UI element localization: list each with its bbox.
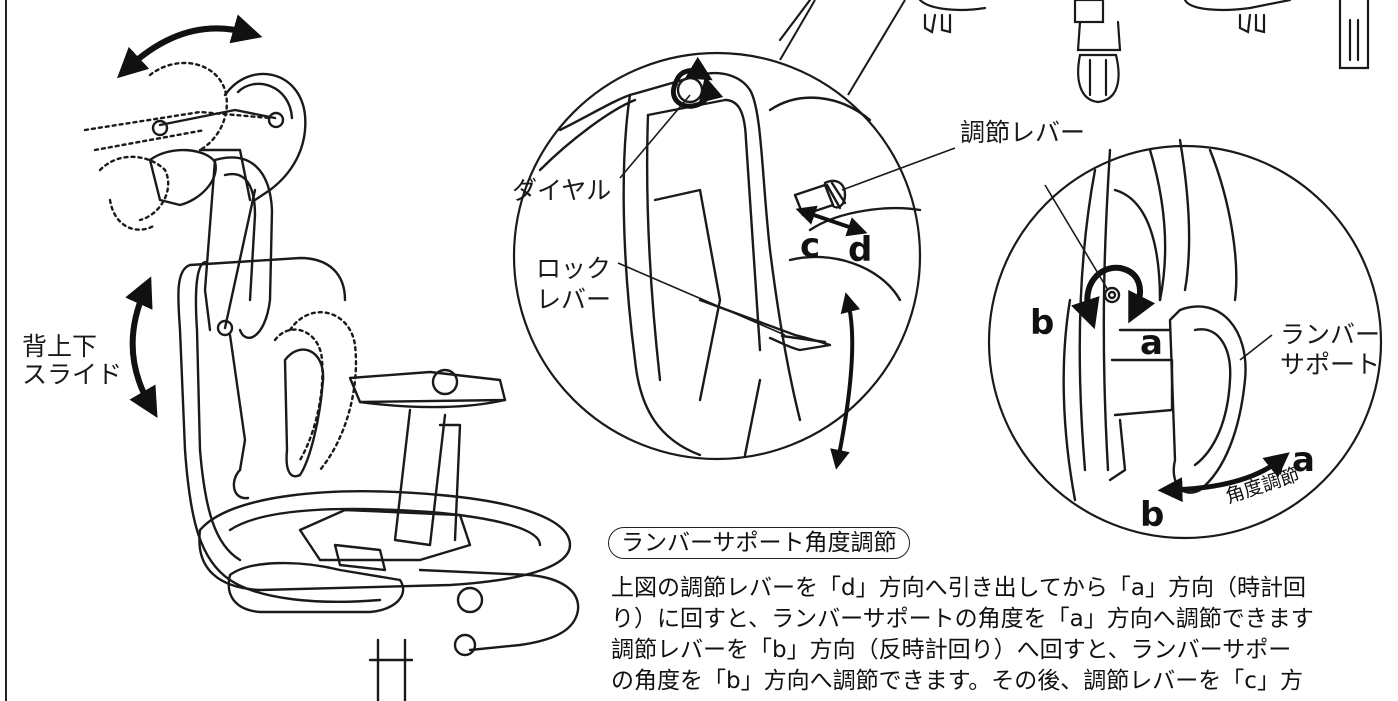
section-body: 上図の調節レバーを「d」方向へ引き出してから「a」方向（時計回 り）に回すと、ラ… — [611, 573, 1398, 697]
detail-circle-lock — [512, 51, 922, 461]
headrest-swing-arrow — [117, 14, 263, 79]
back-slide-arrow — [125, 276, 158, 418]
body-line-2: り）に回すと、ランバーサポートの角度を「a」方向へ調節できます — [611, 606, 1314, 632]
label-lumbar-2: サポート — [1280, 350, 1381, 379]
label-dial: ダイヤル — [512, 176, 612, 205]
detail-circle-lumbar — [987, 144, 1383, 540]
letter-c: c — [800, 226, 821, 266]
label-back-slide-1: 背上下 — [22, 332, 98, 361]
chair-main — [83, 61, 580, 701]
section-heading: ランバーサポート角度調節 — [608, 527, 910, 559]
adjust-lever-leader-2 — [1044, 184, 1109, 291]
body-line-4: の角度を「b」方向へ調節できます。その後、調節レバーを「c」方 — [611, 668, 1303, 694]
lever-pull-arrow — [795, 205, 868, 237]
label-lumbar-1: ランバー — [1280, 320, 1381, 349]
label-lock-lever-2: レバー — [536, 285, 612, 314]
body-line-3: 調節レバーを「b」方向（反時計回り）へ回すと、ランバーサポー — [611, 637, 1292, 663]
base-fragments — [778, 0, 1370, 104]
label-back-slide-2: スライド — [22, 360, 123, 389]
lumbar-leader — [1239, 334, 1273, 361]
lock-lever-arrow — [830, 292, 861, 470]
adjust-lever-leader-1 — [841, 147, 956, 191]
angle-adjust-arrow — [1157, 452, 1290, 503]
dial-rotate-arrow — [670, 75, 724, 109]
letter-a-left: a — [1140, 323, 1163, 363]
letter-d: d — [848, 230, 873, 270]
lumbar-rotate-arrow — [1071, 264, 1156, 330]
body-line-1: 上図の調節レバーを「d」方向へ引き出してから「a」方向（時計回 — [611, 575, 1307, 601]
lock-lever-leader — [617, 262, 786, 336]
lock-detail-parts — [538, 71, 922, 457]
lumbar-detail-parts — [1062, 138, 1247, 502]
letter-b-bottom: b — [1140, 495, 1165, 535]
dial-leader — [619, 94, 691, 179]
detail-circle-lock-leader — [847, 0, 906, 96]
label-lock-lever-1: ロック — [536, 254, 612, 283]
letter-a-right: a — [1292, 440, 1315, 480]
letter-b-left: b — [1030, 303, 1055, 343]
label-adjust-lever: 調節レバー — [960, 118, 1086, 147]
